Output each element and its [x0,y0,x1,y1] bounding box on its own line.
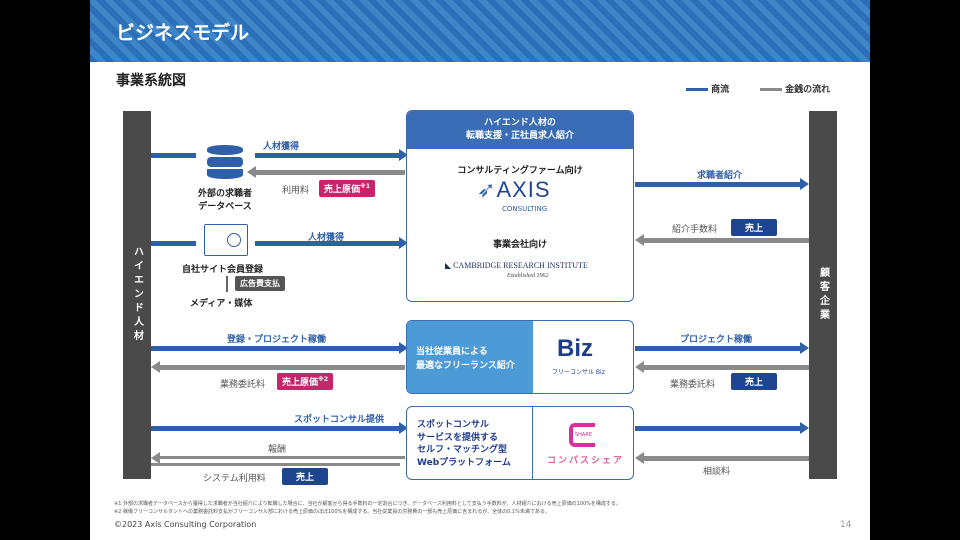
label-consult-fee: 相談料 [703,467,731,477]
page-title: ビジネスモデル [116,22,250,44]
spot-description: スポットコンサル サービスを提供する セルフ・マッチング型 Webプラットフォー… [407,407,533,479]
arrow [635,452,809,464]
left-bar-high-end-talent: ハイエンド人材 [123,111,151,479]
legend-money-label: 金銭の流れ [785,85,831,95]
arrow [151,342,408,354]
arrow [151,463,400,466]
arrow [635,178,809,190]
axis-logo-text: AXIS [496,177,551,202]
arrow [635,342,809,354]
arrow [635,234,809,246]
arrow [255,149,408,161]
right-bar-client-companies: 顧客企業 [809,111,837,479]
biz-logo: Biz [557,335,593,362]
cri-logo: ◣ CAMBRIDGE RESEARCH INSTITUTE [445,261,588,270]
arrow [635,422,809,434]
arrow [635,361,809,373]
label-acquire-2: 人材獲得 [308,233,345,243]
database-icon [207,145,243,185]
sales-badge: 売上 [731,219,778,236]
footnote-2: ※2 稼働フリーコンサルタントへの業務委託料支払がフリーコンサル部における売上原… [114,509,550,515]
biz-logo-sub: フリーコンサル Biz [552,369,605,376]
section-title: 事業系統図 [116,73,186,89]
cri-est: Established 1962 [507,273,549,279]
label-project: プロジェクト稼働 [680,335,753,345]
recruitment-head: ハイエンド人材の 転職支援・正社員求人紹介 [407,111,633,149]
arrow [151,422,408,434]
compass-share-box: スポットコンサル サービスを提供する セルフ・マッチング型 Webプラットフォー… [406,406,634,480]
legend-commerce-label: 商流 [711,85,730,95]
copyright: ©2023 Axis Consulting Corporation [114,520,257,529]
biz-service-box: 当社従業員による 最適なフリーランス紹介 Biz フリーコンサル Biz [406,320,634,394]
arrow [247,166,405,178]
label-intro-fee: 紹介手数料 [672,225,718,235]
cost-label: 売上原価 [324,185,361,195]
label-outsource-fee-right: 業務委託料 [670,380,716,390]
gray-arrow-icon [760,88,782,91]
blue-arrow-icon [686,88,708,91]
label-reward: 報酬 [268,445,287,455]
arrow [255,237,408,249]
legend-commerce: 商流 [686,82,729,95]
note-ref: ※1 [360,183,371,190]
footnotes: ※1 外部の求職者データベースから獲得した求職者が当社紹介により転職した場合に、… [114,500,621,516]
arrow [151,241,196,246]
own-site-label: 自社サイト会員登録 [182,265,264,275]
recruitment-service-box: ハイエンド人材の 転職支援・正社員求人紹介 コンサルティングファーム向け ➶AX… [406,110,634,302]
ad-spend-tag: 広告費支払 [235,276,285,291]
label-outsource-fee: 業務委託料 [220,380,266,390]
slide: ビジネスモデル 事業系統図 商流 金銭の流れ ハイエンド人材 顧客企業 外部の求… [90,0,870,540]
business-label: 事業会社向け [492,240,547,250]
arrow [151,452,405,464]
arrow [151,361,405,373]
sales-badge: 売上 [282,468,329,485]
label-intro: 求職者紹介 [697,171,743,181]
compass-logo-mark: SHARE [569,423,595,447]
title-banner: ビジネスモデル [90,0,870,62]
label-spot: スポットコンサル提供 [294,415,385,425]
label-registration: 登録・プロジェクト稼働 [227,335,327,345]
media-label: メディア・媒体 [190,299,253,309]
cost-badge-1: 売上原価※1 [319,180,376,197]
website-globe-icon [204,224,248,256]
database-label: 外部の求職者 データベース [197,189,252,212]
arrow [151,153,196,158]
label-usage-fee: 利用料 [282,186,310,196]
cost-badge-2: 売上原価※2 [277,373,334,390]
axis-logo-sub: CONSULTING [502,205,548,213]
note-ref: ※2 [318,376,329,383]
cri-logo-text: CAMBRIDGE RESEARCH INSTITUTE [453,261,588,270]
legend-money: 金銭の流れ [760,82,830,95]
footnote-1: ※1 外部の求職者データベースから獲得した求職者が当社紹介により転職した場合に、… [114,501,621,507]
label-acquire: 人材獲得 [263,142,300,152]
consulting-label: コンサルティングファーム向け [457,166,583,176]
sales-badge: 売上 [731,373,778,390]
compass-logo-text: コンパスシェア [547,456,625,466]
label-system-fee: システム利用料 [203,474,266,484]
page-number: 14 [840,520,852,530]
axis-logo: ➶AXIS [477,177,551,202]
cost-label: 売上原価 [282,378,319,388]
biz-description: 当社従業員による 最適なフリーランス紹介 [407,321,533,393]
down-arrow-icon [226,276,228,292]
